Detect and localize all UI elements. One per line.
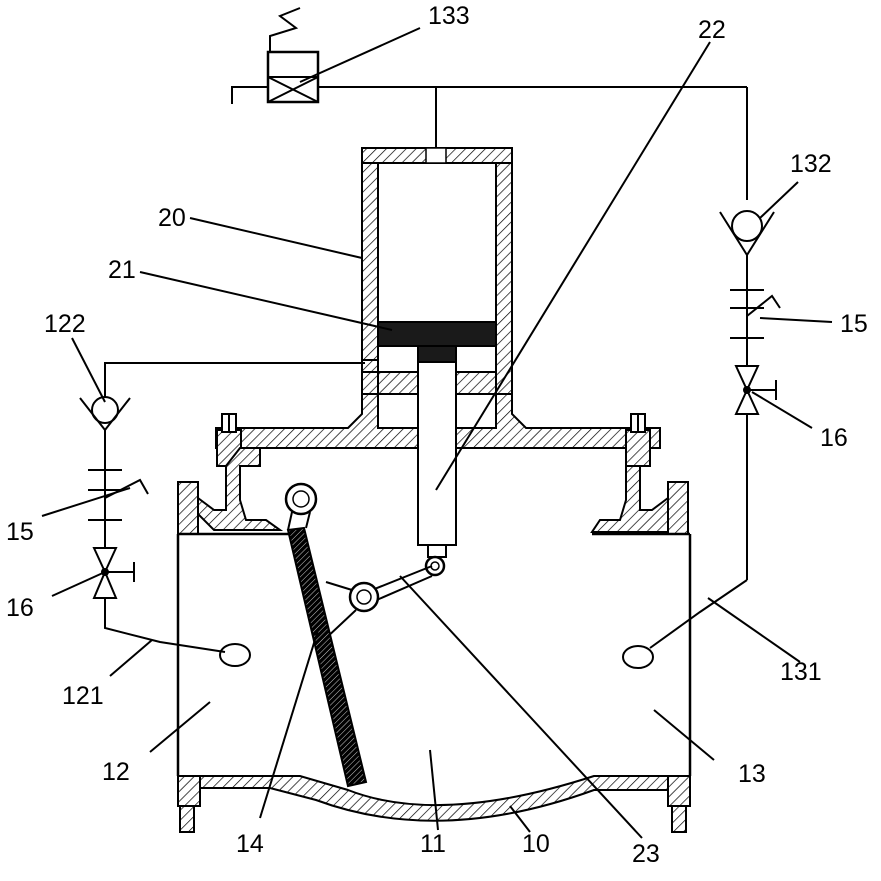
valve-body-10 <box>176 447 692 833</box>
label-132: 132 <box>790 150 832 178</box>
outlet-port <box>622 645 654 669</box>
label-21: 21 <box>108 256 136 284</box>
label-12: 12 <box>102 758 130 786</box>
label-22: 22 <box>698 16 726 44</box>
label-10: 10 <box>522 830 550 858</box>
label-131: 131 <box>780 658 822 686</box>
label-14: 14 <box>236 830 264 858</box>
label-133: 133 <box>428 2 470 30</box>
label-16-right: 16 <box>820 424 848 452</box>
label-15-right: 15 <box>840 310 868 338</box>
leader-lines <box>41 27 833 839</box>
label-122: 122 <box>44 310 86 338</box>
bonnet-flange <box>215 393 661 467</box>
linkage-23 <box>323 565 433 641</box>
label-16-left: 16 <box>6 594 34 622</box>
top-pipe <box>231 86 748 200</box>
label-121: 121 <box>62 682 104 710</box>
label-20: 20 <box>158 204 186 232</box>
piston-rod-22 <box>417 361 457 577</box>
label-15-left: 15 <box>6 518 34 546</box>
swing-disc-14 <box>284 482 368 788</box>
solenoid-valve-133 <box>266 7 320 104</box>
label-11: 11 <box>420 830 446 858</box>
right-control-line <box>649 210 781 649</box>
inlet-port <box>219 643 251 667</box>
piston-21 <box>377 321 497 369</box>
label-13: 13 <box>738 760 766 788</box>
label-23: 23 <box>632 840 660 868</box>
